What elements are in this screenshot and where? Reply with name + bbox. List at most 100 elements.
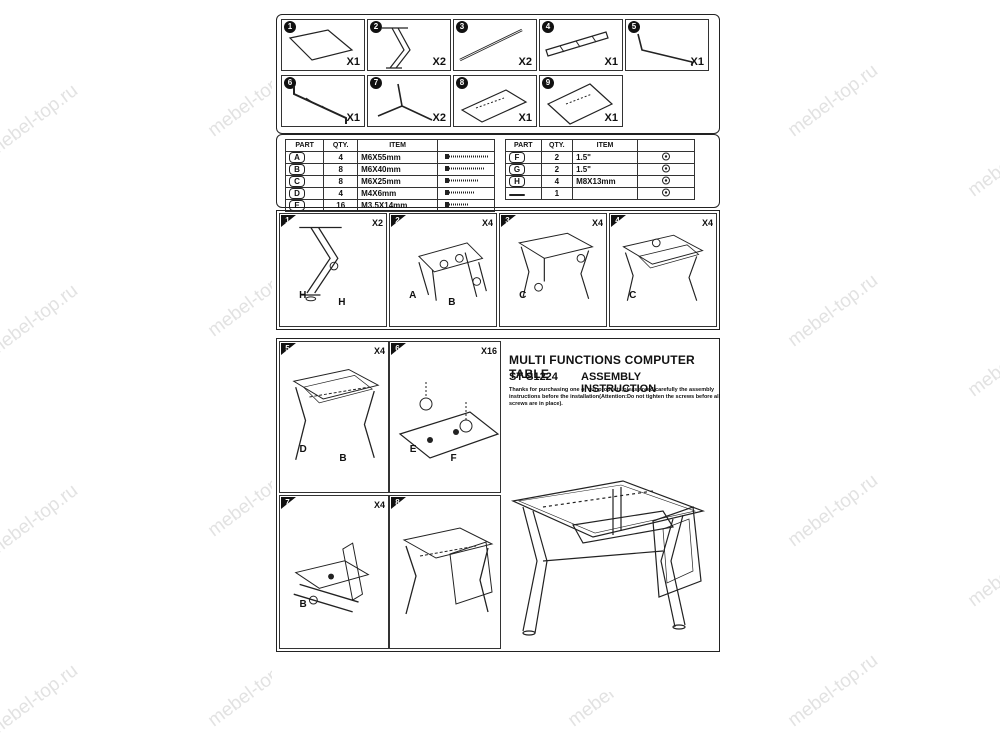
part-item: M8X13mm — [572, 175, 638, 188]
hardware-row: 1 — [505, 187, 695, 200]
part-letter: D — [284, 187, 325, 200]
watermark-text: mebel-top.ru — [784, 470, 882, 552]
watermark-text: mebel-top.ru — [784, 60, 882, 142]
part-letter-badge: D — [289, 188, 305, 199]
component-qty: X1 — [346, 112, 360, 124]
part-letter — [505, 187, 542, 200]
step-part-label: E — [409, 444, 417, 455]
component-qty: X2 — [518, 56, 532, 68]
step-part-label: A — [409, 290, 417, 302]
part-qty: 4 — [323, 187, 359, 200]
step-diagram — [517, 232, 594, 299]
fitting-icon — [662, 176, 670, 185]
fitting-icon — [662, 152, 670, 161]
part-icon-cell — [437, 175, 495, 188]
component-qty: X1 — [690, 56, 704, 68]
component-number: 1 — [284, 21, 296, 33]
part-letter: H — [505, 175, 542, 188]
assembly-step-8: 8 — [389, 495, 501, 649]
part-item: M6X25mm — [357, 175, 438, 188]
watermark-text: mebel-top.ru — [964, 320, 1000, 402]
part-qty: 2 — [540, 151, 574, 164]
part-item: M6X55mm — [357, 151, 438, 164]
component-qty: X1 — [604, 112, 618, 124]
part-qty: 8 — [323, 175, 359, 188]
part-icon-cell — [637, 151, 695, 164]
col-part: PART — [284, 139, 325, 152]
part-letter: C — [284, 175, 325, 188]
part-item — [572, 187, 638, 200]
support-bar-icon — [293, 86, 347, 124]
part-icon-cell — [437, 151, 495, 164]
part-letter-badge: B — [289, 164, 305, 175]
part-letter-badge: C — [289, 176, 305, 187]
step-part-label: H — [299, 290, 307, 302]
part-qty: 2 — [540, 163, 574, 176]
step-part-label: C — [629, 290, 637, 302]
part-qty: 4 — [540, 175, 574, 188]
part-qty: 4 — [323, 151, 359, 164]
screw-icon — [445, 202, 469, 207]
step-part-label: F — [450, 453, 457, 464]
step-qty: X4 — [591, 218, 603, 228]
col-icon-r — [637, 139, 695, 152]
step-diagram — [402, 527, 494, 615]
rod-icon — [459, 28, 523, 62]
component-qty: X1 — [604, 56, 618, 68]
part-letter: A — [284, 151, 325, 164]
step-part-label: B — [339, 453, 347, 464]
part-letter-badge: G — [509, 164, 525, 175]
part-icon-cell — [437, 199, 495, 212]
part-letter-badge: A — [289, 152, 305, 163]
part-item: M6X40mm — [357, 163, 438, 176]
part-icon-cell — [437, 187, 495, 200]
component-qty: X2 — [432, 112, 446, 124]
part-item: M3.5X14mm — [357, 199, 438, 212]
part-letter-badge: F — [509, 152, 525, 163]
col-icon — [437, 139, 495, 152]
watermark-text: mebel-top.ru — [0, 280, 82, 362]
step-qty: X2 — [371, 218, 383, 228]
part-item: 1.5" — [572, 163, 638, 176]
component-number: 4 — [542, 21, 554, 33]
step-diagram — [292, 368, 380, 460]
watermark-text: mebel-top.ru — [0, 80, 82, 162]
part-qty: 1 — [540, 187, 574, 200]
watermark-text: mebel-top.ru — [964, 530, 1000, 612]
step-qty: X4 — [373, 500, 385, 510]
component-number: 7 — [370, 77, 382, 89]
watermark-text: mebel-top.ru — [964, 120, 1000, 202]
part-icon-cell — [637, 163, 695, 176]
step-diagram — [299, 226, 342, 302]
component-number: 2 — [370, 21, 382, 33]
watermark-text: mebel-top.ru — [784, 270, 882, 352]
component-qty: X1 — [518, 112, 532, 124]
component-qty: X1 — [346, 56, 360, 68]
fitting-icon — [662, 188, 670, 197]
step-diagram — [622, 234, 704, 301]
keyboard-glass-icon — [460, 89, 528, 123]
step-qty: X4 — [373, 346, 385, 356]
step-part-label: D — [299, 444, 307, 455]
part-letter: B — [284, 163, 325, 176]
z-leg-icon — [382, 27, 411, 69]
